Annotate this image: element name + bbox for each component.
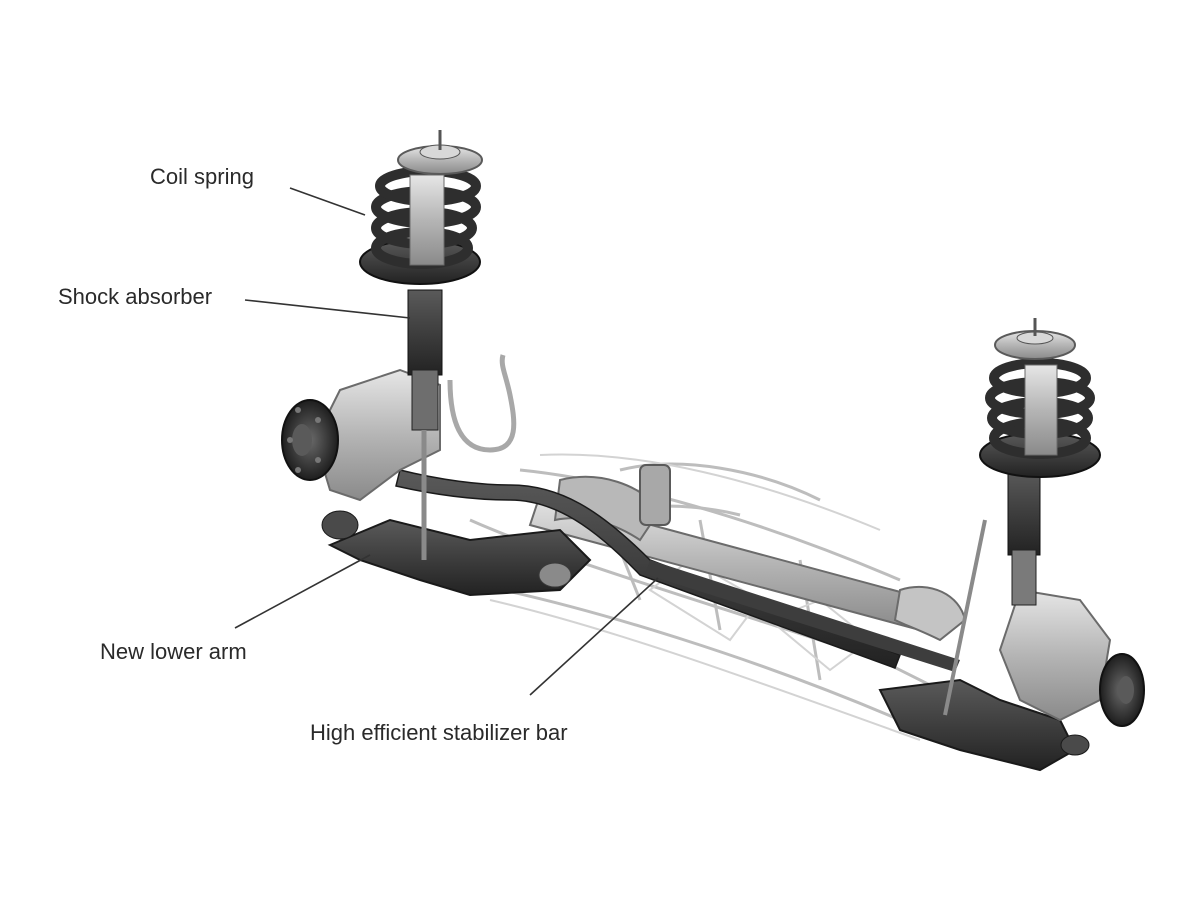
left-shock-absorber [407, 289, 443, 560]
coil-spring-leader-line [289, 187, 366, 216]
right-lower-arm [878, 678, 1090, 772]
leader-lines [234, 187, 659, 696]
left-lower-arm [321, 510, 592, 597]
stabilizer-bar [395, 469, 960, 672]
coil-spring-label: Coil spring [150, 164, 254, 189]
lower-arm-leader-line [234, 554, 371, 629]
right-knuckle [998, 588, 1145, 727]
new-lower-arm-label: New lower arm [100, 639, 247, 664]
left-coil-spring [359, 130, 483, 285]
left-knuckle [281, 368, 441, 502]
right-coil-spring [979, 318, 1101, 478]
stabilizer-bar-label: High efficient stabilizer bar [310, 720, 568, 745]
stabilizer-bar-leader-line [529, 577, 659, 696]
shock-absorber-label: Shock absorber [58, 284, 213, 309]
right-shock-absorber [943, 469, 1041, 716]
steering-rack [528, 464, 967, 642]
brake-hose [447, 354, 517, 453]
shock-absorber-leader-line [244, 299, 411, 319]
